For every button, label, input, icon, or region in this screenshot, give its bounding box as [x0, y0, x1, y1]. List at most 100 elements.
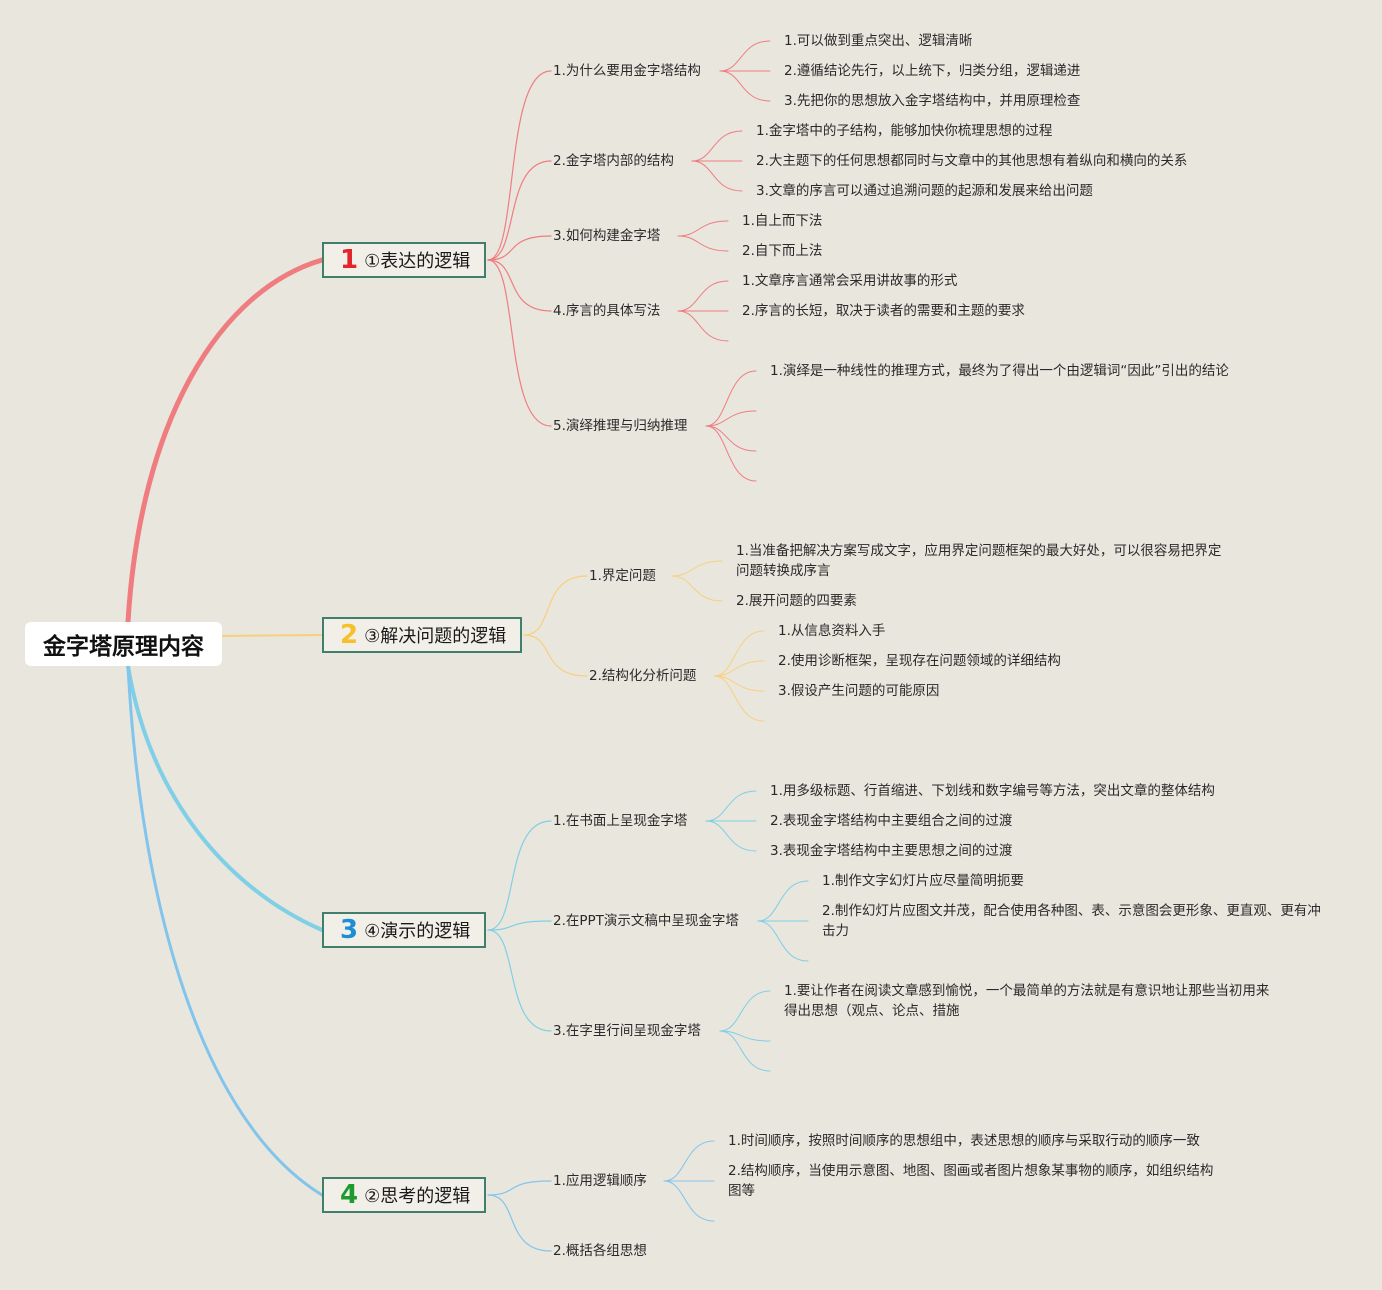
branch-link-3-3	[487, 929, 552, 1032]
root-link-3	[126, 664, 324, 932]
leaf-1-1-1[interactable]: 1.可以做到重点突出、逻辑清晰	[784, 33, 973, 49]
main-topic-label: ④演示的逻辑	[364, 921, 471, 942]
leaf-link-5-4	[705, 425, 757, 482]
leaf-link-5-1	[705, 370, 757, 427]
leaf-4-1-1[interactable]: 1.时间顺序，按照时间顺序的思想组中，表述思想的顺序与采取行动的顺序一致	[728, 1133, 1200, 1149]
leaf-3-1-3[interactable]: 3.表现金字塔结构中主要思想之间的过渡	[770, 843, 1013, 859]
leaf-link-6-1	[671, 560, 723, 577]
leaf-2-2-2[interactable]: 2.使用诊断框架，呈现存在问题领域的详细结构	[778, 653, 1061, 669]
branch-link-3-2	[487, 920, 552, 931]
leaf-2-1-1[interactable]: 1.当准备把解决方案写成文字，应用界定问题框架的最大好处，可以很容易把界定问题转…	[736, 543, 1222, 579]
branch-link-3-1	[487, 820, 552, 931]
root-link-1	[125, 257, 325, 625]
leaf-link-4-3	[677, 310, 729, 342]
subtopic-label: 2.概括各组思想	[553, 1243, 647, 1259]
branch-link-4-1	[487, 1180, 552, 1196]
subtopic-label: 1.在书面上呈现金字塔	[553, 813, 688, 829]
leaf-link-7-2	[713, 660, 765, 677]
main-topic-4[interactable]: 4 ②思考的逻辑	[322, 1177, 487, 1213]
subtopic-1-3[interactable]: 3.如何构建金字塔	[553, 226, 660, 246]
leaf-1-2-1[interactable]: 1.金字塔中的子结构，能够加快你梳理思想的过程	[756, 123, 1053, 139]
root-link-4	[126, 664, 324, 1197]
branch-link-1-2	[487, 160, 552, 261]
leaf-link-11-3	[663, 1180, 715, 1222]
subtopic-4-1[interactable]: 1.应用逻辑顺序	[553, 1171, 647, 1191]
number-2-icon: 2	[340, 620, 359, 650]
main-topic-label: ③解决问题的逻辑	[364, 626, 507, 647]
leaf-link-5-2	[705, 410, 757, 427]
leaf-link-10-3	[719, 1030, 771, 1072]
leaf-link-10-1	[719, 990, 771, 1032]
branch-link-1-3	[487, 235, 552, 261]
leaf-3-2-1[interactable]: 1.制作文字幻灯片应尽量简明扼要	[822, 873, 1024, 889]
subtopic-label: 3.在字里行间呈现金字塔	[553, 1023, 701, 1039]
leaf-3-3-1[interactable]: 1.要让作者在阅读文章感到愉悦，一个最简单的方法就是有意识地让那些当初用来得出思…	[784, 983, 1270, 1019]
leaf-1-4-1[interactable]: 1.文章序言通常会采用讲故事的形式	[742, 273, 958, 289]
leaf-link-1-3	[719, 70, 771, 102]
root-topic[interactable]: 金字塔原理内容	[25, 622, 222, 666]
subtopic-label: 1.为什么要用金字塔结构	[553, 63, 701, 79]
subtopic-3-1[interactable]: 1.在书面上呈现金字塔	[553, 811, 687, 831]
leaf-1-1-3[interactable]: 3.先把你的思想放入金字塔结构中，并用原理检查	[784, 93, 1081, 109]
leaf-link-3-1	[677, 220, 729, 237]
subtopic-label: 2.在PPT演示文稿中呈现金字塔	[553, 913, 739, 929]
subtopic-1-2[interactable]: 2.金字塔内部的结构	[553, 151, 674, 171]
leaf-2-1-2[interactable]: 2.展开问题的四要素	[736, 593, 857, 609]
leaf-1-5-1[interactable]: 1.演绎是一种线性的推理方式，最终为了得出一个由逻辑词“因此”引出的结论	[770, 363, 1229, 379]
branch-link-1-4	[487, 259, 552, 312]
main-topic-1[interactable]: 1 ①表达的逻辑	[322, 242, 487, 278]
subtopic-2-1[interactable]: 1.界定问题	[589, 566, 656, 586]
main-topic-label: ①表达的逻辑	[364, 251, 471, 272]
leaf-1-3-1[interactable]: 1.自上而下法	[742, 213, 823, 229]
subtopic-label: 3.如何构建金字塔	[553, 228, 661, 244]
root-link-2	[221, 634, 323, 637]
leaf-link-4-1	[677, 280, 729, 312]
leaf-2-2-3[interactable]: 3.假设产生问题的可能原因	[778, 683, 940, 699]
number-3-icon: 3	[340, 915, 359, 945]
subtopic-1-1[interactable]: 1.为什么要用金字塔结构	[553, 61, 701, 81]
branch-link-2-2	[523, 634, 588, 677]
leaf-link-9-1	[757, 880, 809, 922]
subtopic-label: 1.应用逻辑顺序	[553, 1173, 647, 1189]
branch-link-4-2	[487, 1194, 552, 1252]
branch-link-2-1	[523, 575, 588, 636]
leaf-3-1-1[interactable]: 1.用多级标题、行首缩进、下划线和数字编号等方法，突出文章的整体结构	[770, 783, 1215, 799]
leaf-2-2-1[interactable]: 1.从信息资料入手	[778, 623, 886, 639]
subtopic-label: 1.界定问题	[589, 568, 656, 584]
leaf-3-2-2[interactable]: 2.制作幻灯片应图文并茂，配合使用各种图、表、示意图会更形象、更直观、更有冲击力	[822, 903, 1321, 939]
leaf-link-6-2	[671, 575, 723, 602]
number-1-icon: 1	[340, 245, 359, 275]
subtopic-label: 5.演绎推理与归纳推理	[553, 418, 688, 434]
leaf-link-2-1	[691, 130, 743, 162]
leaf-1-2-3[interactable]: 3.文章的序言可以通过追溯问题的起源和发展来给出问题	[756, 183, 1093, 199]
leaf-link-7-4	[713, 675, 765, 722]
subtopic-3-2[interactable]: 2.在PPT演示文稿中呈现金字塔	[553, 911, 739, 931]
branch-link-1-1	[487, 70, 552, 261]
leaf-1-2-2[interactable]: 2.大主题下的任何思想都同时与文章中的其他思想有着纵向和横向的关系	[756, 153, 1188, 169]
subtopic-3-3[interactable]: 3.在字里行间呈现金字塔	[553, 1021, 701, 1041]
leaf-1-1-2[interactable]: 2.遵循结论先行，以上统下，归类分组，逻辑递进	[784, 63, 1081, 79]
leaf-link-11-1	[663, 1140, 715, 1182]
subtopic-1-4[interactable]: 4.序言的具体写法	[553, 301, 660, 321]
main-topic-3[interactable]: 3 ④演示的逻辑	[322, 912, 487, 948]
main-topic-2[interactable]: 2 ③解决问题的逻辑	[322, 617, 523, 653]
subtopic-label: 4.序言的具体写法	[553, 303, 661, 319]
subtopic-label: 2.结构化分析问题	[589, 668, 697, 684]
main-topic-label: ②思考的逻辑	[364, 1186, 471, 1207]
leaf-1-3-2[interactable]: 2.自下而上法	[742, 243, 823, 259]
leaf-1-4-2[interactable]: 2.序言的长短，取决于读者的需要和主题的要求	[742, 303, 1025, 319]
leaf-link-1-1	[719, 40, 771, 72]
leaf-3-1-2[interactable]: 2.表现金字塔结构中主要组合之间的过渡	[770, 813, 1013, 829]
subtopic-1-5[interactable]: 5.演绎推理与归纳推理	[553, 416, 687, 436]
root-topic-label: 金字塔原理内容	[43, 634, 204, 660]
leaf-link-9-3	[757, 920, 809, 962]
subtopic-4-2[interactable]: 2.概括各组思想	[553, 1241, 647, 1261]
leaf-link-8-1	[705, 790, 757, 822]
leaf-4-1-2[interactable]: 2.结构顺序，当使用示意图、地图、图画或者图片想象某事物的顺序，如组织结构图等	[728, 1163, 1214, 1199]
subtopic-2-2[interactable]: 2.结构化分析问题	[589, 666, 696, 686]
subtopic-label: 2.金字塔内部的结构	[553, 153, 674, 169]
leaf-link-3-2	[677, 235, 729, 252]
leaf-link-7-3	[713, 675, 765, 692]
branch-link-1-5	[487, 259, 552, 427]
